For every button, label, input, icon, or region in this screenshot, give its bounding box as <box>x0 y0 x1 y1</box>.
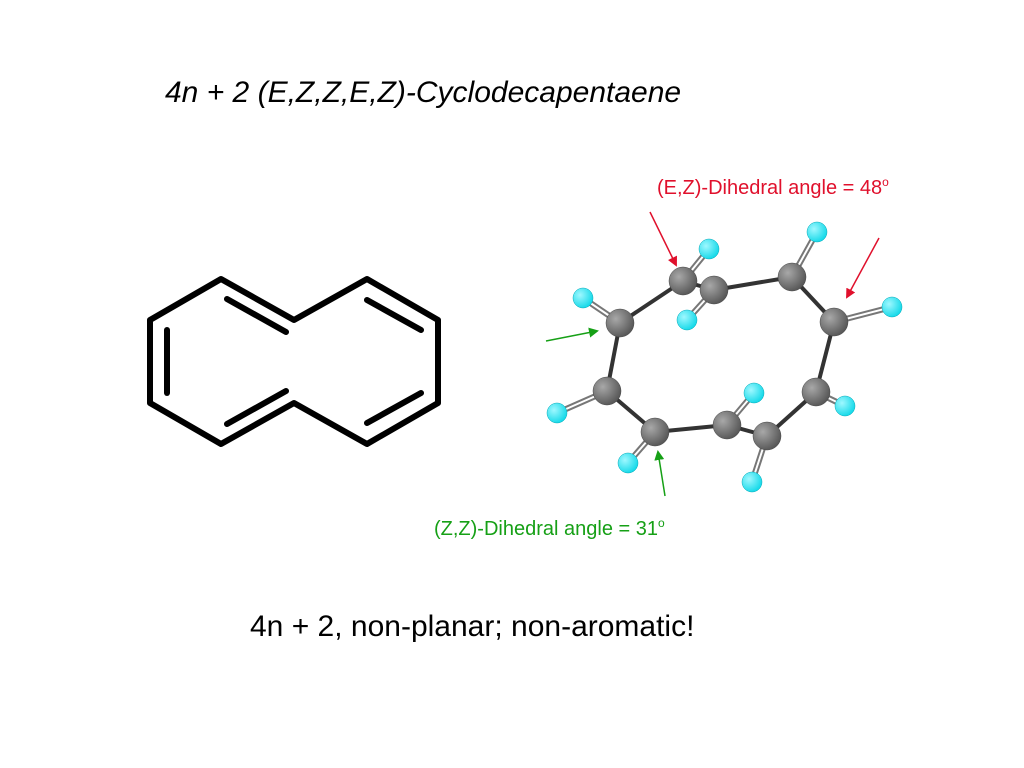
double-bond-inner <box>224 296 289 335</box>
ez-dihedral-label: (E,Z)-Dihedral angle = 48o <box>657 175 889 199</box>
hydrogen-atom <box>743 382 765 404</box>
carbon-atom <box>819 307 849 337</box>
carbon-atom <box>752 421 782 451</box>
ring-outline <box>147 276 441 447</box>
carbon-atom <box>605 308 635 338</box>
carbon-atom <box>777 262 807 292</box>
hydrogen-atom <box>617 452 639 474</box>
arrows <box>545 211 880 497</box>
carbon-atom <box>699 275 729 305</box>
hydrogen-atom <box>834 395 856 417</box>
carbon-atom <box>640 417 670 447</box>
hydrogen-bonds <box>554 229 895 485</box>
arrow-red-1 <box>649 211 677 267</box>
double-bond-inner <box>364 390 424 426</box>
double-bond-inner <box>364 297 424 333</box>
hydrogen-atom <box>741 471 763 493</box>
hydrogen-atom <box>546 402 568 424</box>
page-title: 4n + 2 (E,Z,Z,E,Z)-Cyclodecapentaene <box>165 76 682 109</box>
skeletal-structure <box>147 276 441 447</box>
hydrogen-atom <box>698 238 720 260</box>
carbon-atoms <box>592 262 849 451</box>
hydrogen-atom <box>676 309 698 331</box>
hydrogen-atoms <box>546 221 903 493</box>
hydrogen-atom <box>806 221 828 243</box>
hydrogen-atom <box>572 287 594 309</box>
carbon-atom <box>668 266 698 296</box>
arrow-green-2 <box>654 450 666 497</box>
conclusion-text: 4n + 2, non-planar; non-aromatic! <box>250 610 695 643</box>
double-bond-inner <box>224 388 289 427</box>
arrow-red-2 <box>846 237 880 299</box>
carbon-atom <box>592 376 622 406</box>
zz-dihedral-label: (Z,Z)-Dihedral angle = 31o <box>434 516 665 540</box>
carbon-atom <box>712 410 742 440</box>
arrow-green-1 <box>545 327 599 342</box>
hydrogen-atom <box>881 296 903 318</box>
carbon-atom <box>801 377 831 407</box>
ball-and-stick-model <box>546 221 903 493</box>
